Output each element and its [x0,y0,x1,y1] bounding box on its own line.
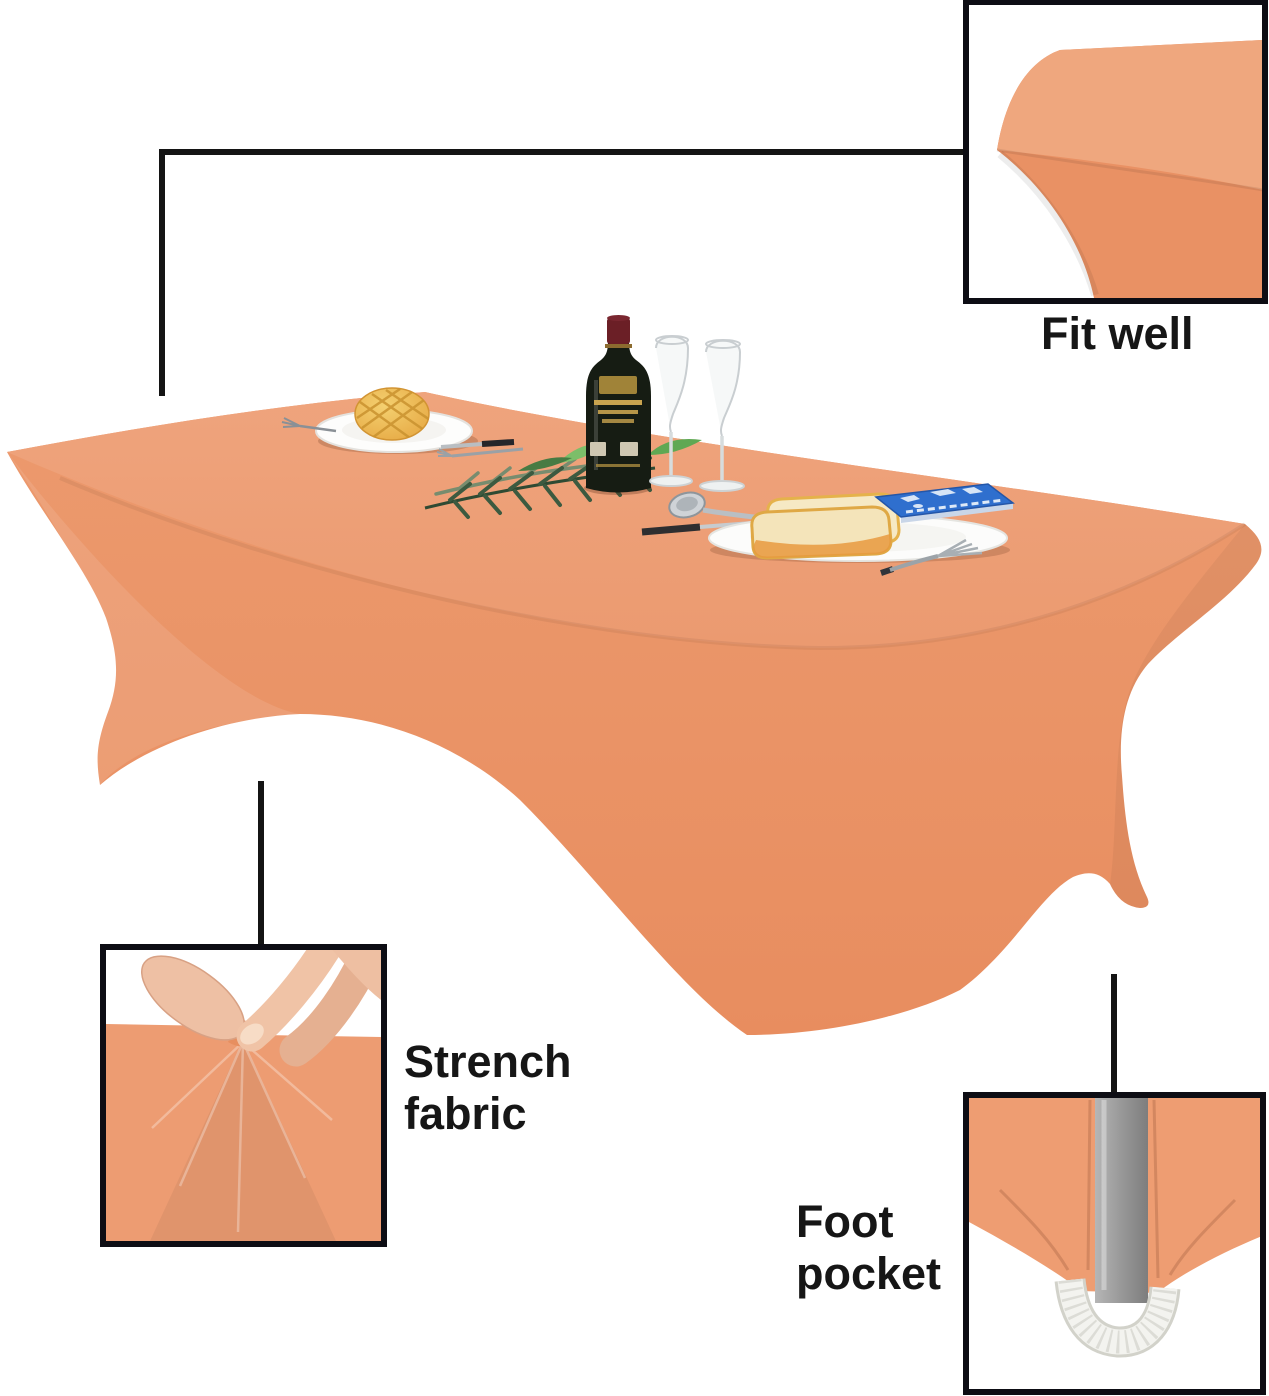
bottle-label [590,376,642,467]
palm-leaflets [448,456,652,519]
right-end-shade [1110,524,1262,908]
inset3-fabric-creases [998,1099,1237,1279]
bright-leaf-1 [648,439,702,455]
fork-small [281,417,337,433]
table-photo [7,315,1262,1035]
palm-edge [332,950,381,1000]
caption-foot-line2: pocket [796,1248,942,1300]
plate-with-melon-bun [315,387,478,454]
inset1-corner-crease [996,148,1262,192]
left-end-shade [7,452,300,785]
booklet-cover-art [900,487,983,508]
hand-pinching [140,950,381,1067]
toast [750,492,901,560]
fork-right [880,538,983,576]
champagne-flute-1 [649,335,693,487]
caption-strench-fabric: Strench fabric [404,1036,572,1140]
champagne-flute-2 [699,339,745,492]
fingernail [240,1023,264,1045]
melon-bun-crosshatch [356,388,429,440]
tabletop-surface [7,392,1245,648]
tabletop-front-crease [59,476,1247,651]
caption-strench-line1: Strench [404,1036,572,1087]
blue-booklet [874,483,1015,523]
inset-strench-fabric [100,944,387,1247]
caption-fit-well-text: Fit well [1041,308,1194,359]
melon-bun [354,387,430,441]
plate-with-toast [708,492,1010,563]
inset2-stretch-creases [151,1041,333,1233]
foot-pocket-band [1054,1277,1181,1358]
inset1-tabletop [997,40,1262,190]
inset1-drape-shadow [997,150,1099,297]
caption-foot-line1: Foot [796,1196,894,1247]
caption-fit-well: Fit well [1041,308,1194,360]
dark-leaf [518,457,572,471]
wine-bottle [584,315,652,495]
connector-line-fit-well [159,149,966,396]
caption-strench-line2: fabric [404,1088,527,1140]
connector-lines [159,149,1117,1096]
inset-fit-well [963,0,1268,304]
inset2-stretch-shade [150,1040,336,1241]
table-leg-pole [1095,1098,1148,1303]
caption-foot-pocket: Foot pocket [796,1196,941,1300]
inset-foot-pocket [963,1092,1266,1395]
inset2-fabric [106,1018,381,1241]
knife-and-fork [436,439,524,458]
